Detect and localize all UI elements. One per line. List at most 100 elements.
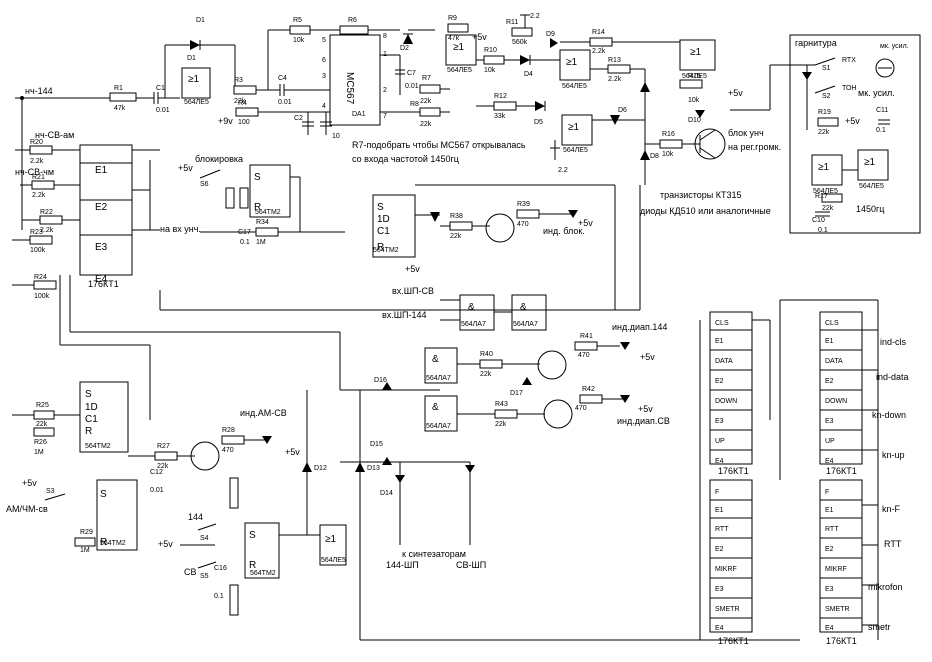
svg-text:564ТМ2: 564ТМ2	[85, 443, 111, 450]
output-ind-cls: ind-cls	[880, 337, 907, 347]
svg-text:470: 470	[575, 405, 587, 412]
svg-text:R26: R26	[34, 439, 47, 446]
svg-text:564ЛЕ5: 564ЛЕ5	[682, 73, 707, 80]
svg-text:+5v: +5v	[640, 352, 655, 362]
svg-text:SMETR: SMETR	[825, 606, 850, 613]
svg-text:RTT: RTT	[825, 526, 839, 533]
top-filter-section: ≥1 564ЛЕ5 D1 D1 R3 22k C4 0.01 +9v R4 10…	[164, 17, 526, 164]
svg-text:DATA: DATA	[715, 358, 733, 365]
svg-text:+5v: +5v	[845, 116, 860, 126]
label-ind-am-sv: инд.АМ-СВ	[240, 408, 287, 418]
svg-text:176КТ1: 176КТ1	[826, 466, 857, 476]
svg-text:1M: 1M	[80, 547, 90, 554]
svg-text:+5v: +5v	[405, 264, 420, 274]
svg-text:MIKRF: MIKRF	[825, 566, 847, 573]
svg-text:E4: E4	[825, 625, 834, 632]
label-tranzistory: транзисторы КТ315	[660, 190, 742, 200]
svg-text:0.1: 0.1	[240, 239, 250, 246]
svg-text:D16: D16	[374, 377, 387, 384]
svg-text:UP: UP	[715, 438, 725, 445]
svg-text:0.01: 0.01	[278, 99, 292, 106]
svg-text:+5v: +5v	[158, 539, 173, 549]
svg-text:R43: R43	[495, 401, 508, 408]
svg-text:UP: UP	[825, 438, 835, 445]
label-am-chm-sv: АМ/ЧМ-св	[6, 504, 48, 514]
svg-text:1D: 1D	[377, 214, 390, 225]
svg-text:&: &	[468, 302, 475, 313]
svg-text:100k: 100k	[34, 293, 50, 300]
svg-text:R: R	[100, 537, 107, 548]
right-chip-group: CLS E1 DATA E2 DOWN E3 UP E4 176КТ1 CLS …	[709, 300, 909, 646]
svg-text:S: S	[85, 389, 92, 400]
svg-text:564ЛЕ5: 564ЛЕ5	[562, 83, 587, 90]
label-nch-sv-chm: нч-СВ-чм	[15, 167, 54, 177]
svg-text:R4: R4	[238, 100, 247, 107]
top-right-section: ≥1 564ЛЕ5 R15 10k +5v D10 D8 R16 10k бло…	[640, 39, 781, 216]
svg-text:R15: R15	[688, 73, 701, 80]
svg-text:E3: E3	[715, 418, 724, 425]
svg-text:&: &	[432, 402, 439, 413]
svg-text:5: 5	[322, 37, 326, 44]
label-ind-diap-sv: инд.диап.СВ	[617, 416, 670, 426]
label-ind-diap-144: инд.диап.144	[612, 322, 667, 332]
svg-text:≥1: ≥1	[566, 57, 577, 68]
svg-text:47k: 47k	[114, 105, 126, 112]
label-k-sintez: к синтезаторам	[402, 549, 466, 559]
svg-text:100: 100	[238, 119, 250, 126]
svg-text:F: F	[715, 489, 719, 496]
svg-text:R17: R17	[815, 193, 828, 200]
svg-text:C16: C16	[214, 565, 227, 572]
svg-text:DOWN: DOWN	[825, 398, 847, 405]
svg-text:100k: 100k	[30, 247, 46, 254]
label-1450hz: 1450гц	[856, 204, 884, 214]
svg-text:22k: 22k	[420, 98, 432, 105]
svg-text:S6: S6	[200, 181, 209, 188]
svg-text:MIKRF: MIKRF	[715, 566, 737, 573]
svg-text:0.1: 0.1	[876, 127, 886, 134]
svg-text:R23: R23	[30, 229, 43, 236]
svg-text:E3: E3	[825, 586, 834, 593]
svg-text:C7: C7	[407, 70, 416, 77]
label-vh-shp-sv: вх.ШП-СВ	[392, 286, 434, 296]
svg-text:10k: 10k	[688, 97, 700, 104]
svg-text:мк. усил.: мк. усил.	[858, 88, 895, 98]
svg-text:R24: R24	[34, 274, 47, 281]
svg-text:S2: S2	[822, 93, 831, 100]
svg-text:S: S	[100, 489, 107, 500]
svg-text:мк. усил.: мк. усил.	[880, 43, 909, 50]
svg-text:R28: R28	[222, 427, 235, 434]
svg-text:22k: 22k	[818, 129, 830, 136]
svg-text:47k: 47k	[448, 35, 460, 42]
svg-text:+5v: +5v	[178, 163, 193, 173]
svg-text:R39: R39	[517, 201, 530, 208]
svg-text:564ЛЕ5: 564ЛЕ5	[859, 183, 884, 190]
svg-text:470: 470	[517, 221, 529, 228]
svg-text:1M: 1M	[256, 239, 266, 246]
svg-text:R: R	[85, 426, 92, 437]
svg-text:DA1: DA1	[352, 111, 366, 118]
svg-text:R19: R19	[818, 109, 831, 116]
label-144-shp: 144-ШП	[386, 560, 419, 570]
svg-text:R9: R9	[448, 15, 457, 22]
label-garnitura: гарнитура	[795, 38, 837, 48]
svg-text:S4: S4	[200, 535, 209, 542]
svg-text:D17: D17	[510, 390, 523, 397]
svg-text:S3: S3	[46, 488, 55, 495]
svg-text:564ЛЕ5: 564ЛЕ5	[447, 67, 472, 74]
svg-text:E3: E3	[715, 586, 724, 593]
svg-text:R40: R40	[480, 351, 493, 358]
svg-text:D2: D2	[400, 45, 409, 52]
svg-text:R: R	[377, 242, 384, 253]
svg-text:R13: R13	[608, 57, 621, 64]
output-kn-up: kn-up	[882, 450, 905, 460]
svg-text:C2: C2	[294, 115, 303, 122]
label-blokirovka: блокировка	[195, 154, 243, 164]
svg-text:D10: D10	[688, 117, 701, 124]
svg-text:+5v: +5v	[728, 88, 743, 98]
svg-text:0.01: 0.01	[405, 83, 419, 90]
svg-text:22k: 22k	[822, 205, 834, 212]
svg-text:&: &	[432, 354, 439, 365]
svg-text:564ЛЕ5: 564ЛЕ5	[563, 147, 588, 154]
svg-text:2.2k: 2.2k	[40, 227, 54, 234]
